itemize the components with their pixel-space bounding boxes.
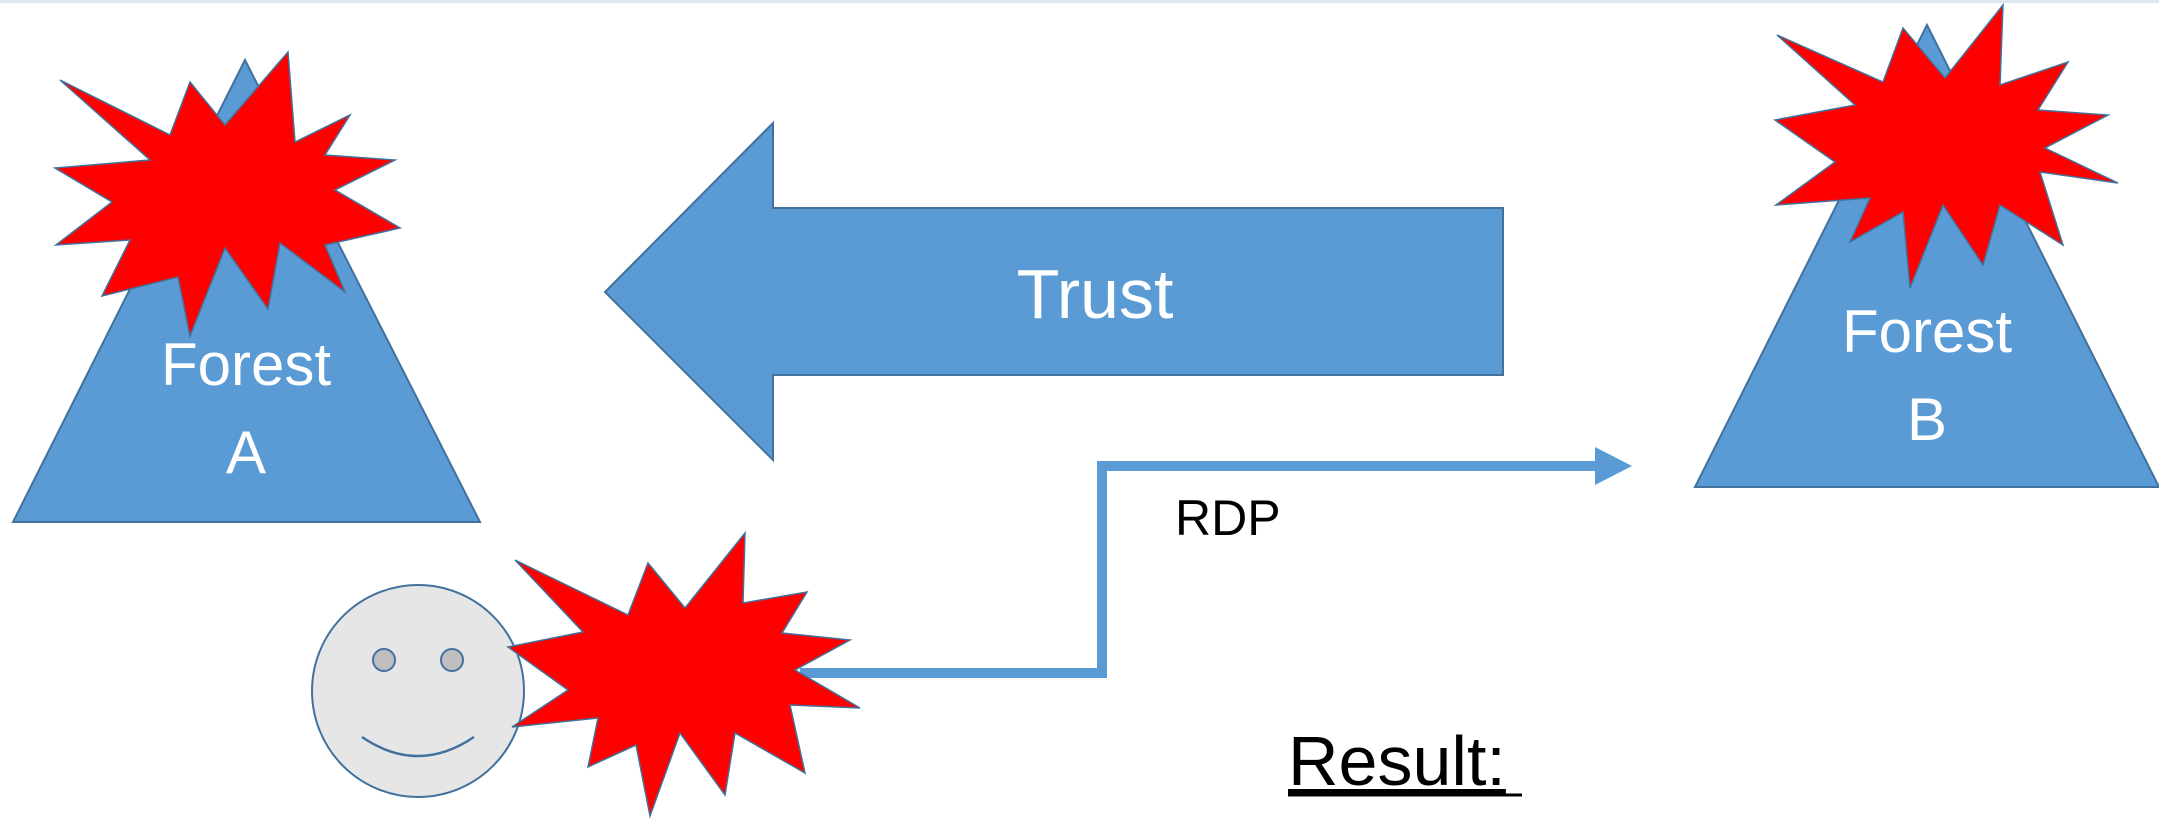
- top-border-line: [0, 0, 2159, 3]
- user-explosion-icon: [506, 530, 861, 819]
- forest-a-label-line2: A: [226, 419, 266, 486]
- forest-b-label-line1: Forest: [1842, 298, 2012, 365]
- forest-a-label-line1: Forest: [161, 331, 331, 398]
- result-label: Result:: [1288, 722, 1506, 800]
- trust-label: Trust: [1017, 255, 1174, 333]
- forest-b-triangle: [1693, 22, 2159, 488]
- rdp-arrowhead: [1595, 447, 1632, 485]
- forest-b-label-line2: B: [1907, 386, 1947, 453]
- rdp-connector: [800, 461, 1595, 678]
- rdp-label: RDP: [1175, 490, 1281, 546]
- forest-b-explosion-icon: [1773, 2, 2119, 289]
- forest-a-triangle: [11, 57, 482, 523]
- trust-arrow: [603, 120, 1504, 463]
- forest-a-explosion-icon: [52, 50, 403, 339]
- user-smiley-icon: [311, 584, 525, 798]
